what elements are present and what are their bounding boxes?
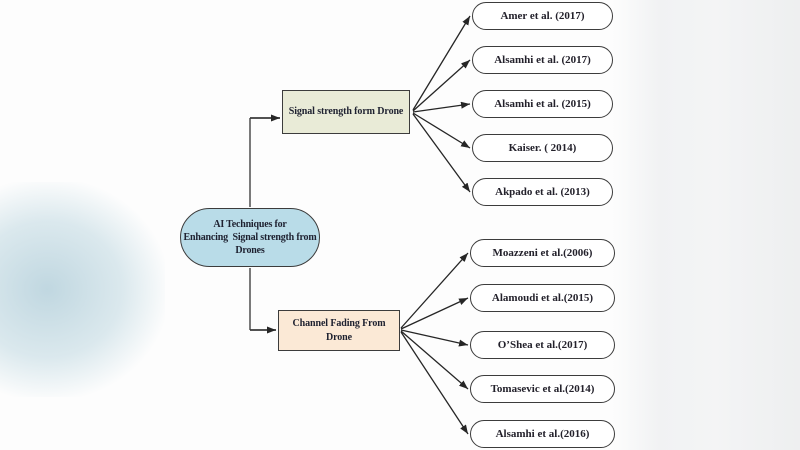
background-blur-blob [0,182,165,397]
arrow-fading-citation-1 [400,252,469,329]
citation-node: Amer et al. (2017) [472,2,613,30]
citation-node: Alsamhi et al.(2016) [470,420,615,448]
citation-node: Kaiser. ( 2014) [472,134,613,162]
arrow-fading-citation-4 [400,330,469,390]
citation-node: Alamoudi et al.(2015) [470,284,615,312]
citation-node: Akpado et al. (2013) [472,178,613,206]
arrow-signal-citation-5 [412,113,471,193]
root-node-ai-techniques: AI Techniques for Enhancing Signal stren… [180,208,320,267]
citation-node: Tomasevic et al.(2014) [470,375,615,403]
branch-node-channel-fading: Channel Fading From Drone [278,310,400,351]
arrow-signal-citation-3 [412,101,471,113]
arrow-signal-citation-2 [412,59,471,112]
citation-node: O’Shea et al.(2017) [470,331,615,359]
citation-node: Alsamhi et al. (2017) [472,46,613,74]
arrow-fading-citation-5 [400,331,469,435]
citation-node: Alsamhi et al. (2015) [472,90,613,118]
arrow-fading-citation-3 [400,329,469,347]
branch-node-signal-strength: Signal strength form Drone [282,90,410,134]
arrow-fading-citation-2 [400,297,469,330]
arrow-signal-citation-4 [412,112,471,149]
background-gradient-band [612,0,800,450]
arrow-signal-citation-1 [412,15,471,111]
citation-node: Moazzeni et al.(2006) [470,239,615,267]
